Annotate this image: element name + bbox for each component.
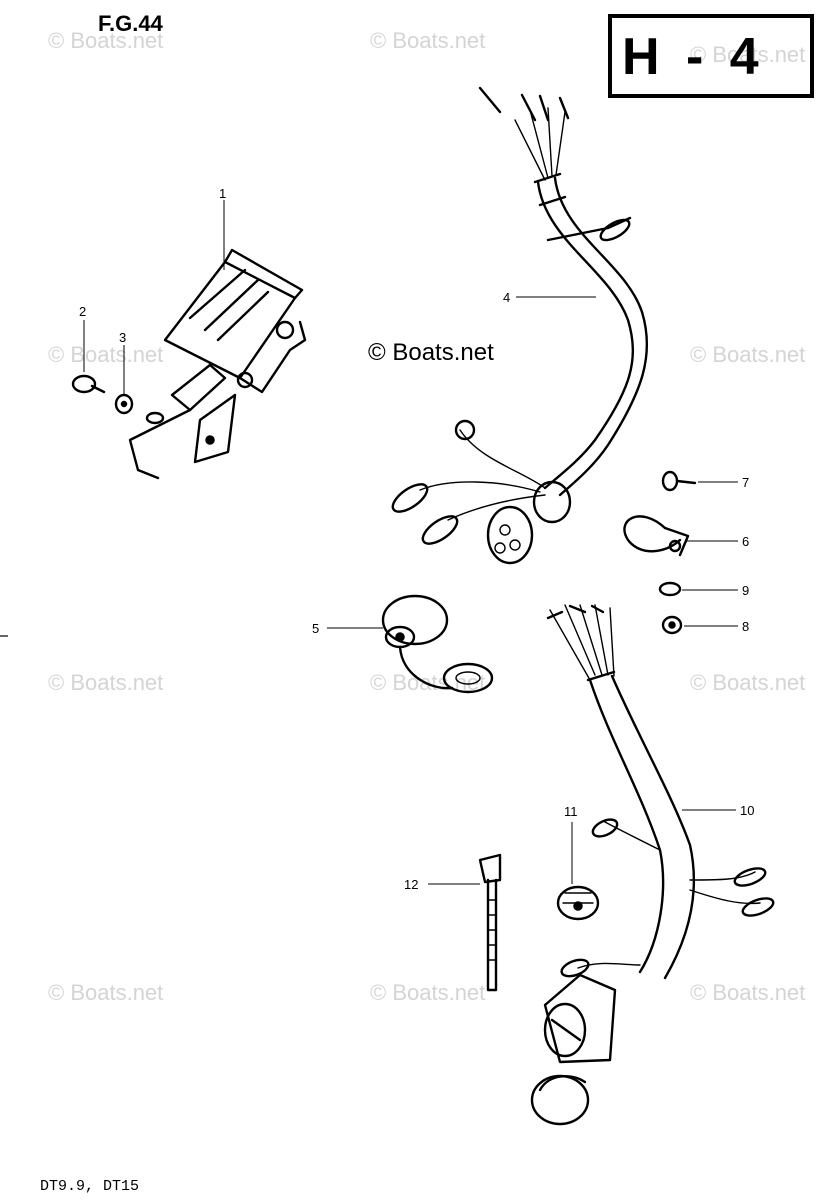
watermark: © Boats.net xyxy=(48,342,163,367)
watermark-layer: © Boats.net © Boats.net © Boats.net © Bo… xyxy=(48,28,805,1005)
callout-2: 2 xyxy=(79,304,86,319)
watermark: © Boats.net xyxy=(690,980,805,1005)
callout-9: 9 xyxy=(742,583,749,598)
watermark: © Boats.net xyxy=(370,980,485,1005)
part-8-nut xyxy=(661,615,683,635)
part-10-wiring-harness xyxy=(530,604,775,1126)
part-7-screw xyxy=(661,470,697,492)
watermark: © Boats.net xyxy=(48,28,163,53)
part-1-bracket xyxy=(128,248,307,480)
part-11-grommet xyxy=(556,885,600,921)
model-label: DT9.9, DT15 xyxy=(40,1178,139,1195)
watermark: © Boats.net xyxy=(48,980,163,1005)
part-12-cable-tie xyxy=(478,853,502,992)
callout-12: 12 xyxy=(404,877,418,892)
callout-4: 4 xyxy=(503,290,510,305)
watermark: © Boats.net xyxy=(690,670,805,695)
figure-label: F.G.44 xyxy=(98,11,164,36)
part-9-washer xyxy=(658,581,682,597)
watermark: © Boats.net xyxy=(370,28,485,53)
callout-7: 7 xyxy=(742,475,749,490)
callout-8: 8 xyxy=(742,619,749,634)
callout-3: 3 xyxy=(119,330,126,345)
callout-5: 5 xyxy=(312,621,319,636)
callout-layer: 1 2 3 4 5 6 7 8 9 10 11 12 xyxy=(79,186,754,892)
part-5-cap xyxy=(381,594,494,694)
part-2-screw xyxy=(71,374,106,394)
callout-6: 6 xyxy=(742,534,749,549)
part-4-wiring-harness xyxy=(391,86,649,565)
watermark: © Boats.net xyxy=(690,42,805,67)
part-3-washer xyxy=(114,393,134,415)
callout-1: 1 xyxy=(219,186,226,201)
section-code-box xyxy=(608,14,814,98)
watermark-main: © Boats.net xyxy=(368,339,494,366)
part-6-clamp xyxy=(623,515,690,557)
section-code: H - 4 xyxy=(622,28,765,86)
callout-11: 11 xyxy=(564,804,578,819)
watermark: © Boats.net xyxy=(48,670,163,695)
watermark: © Boats.net xyxy=(690,342,805,367)
callout-10: 10 xyxy=(740,803,754,818)
